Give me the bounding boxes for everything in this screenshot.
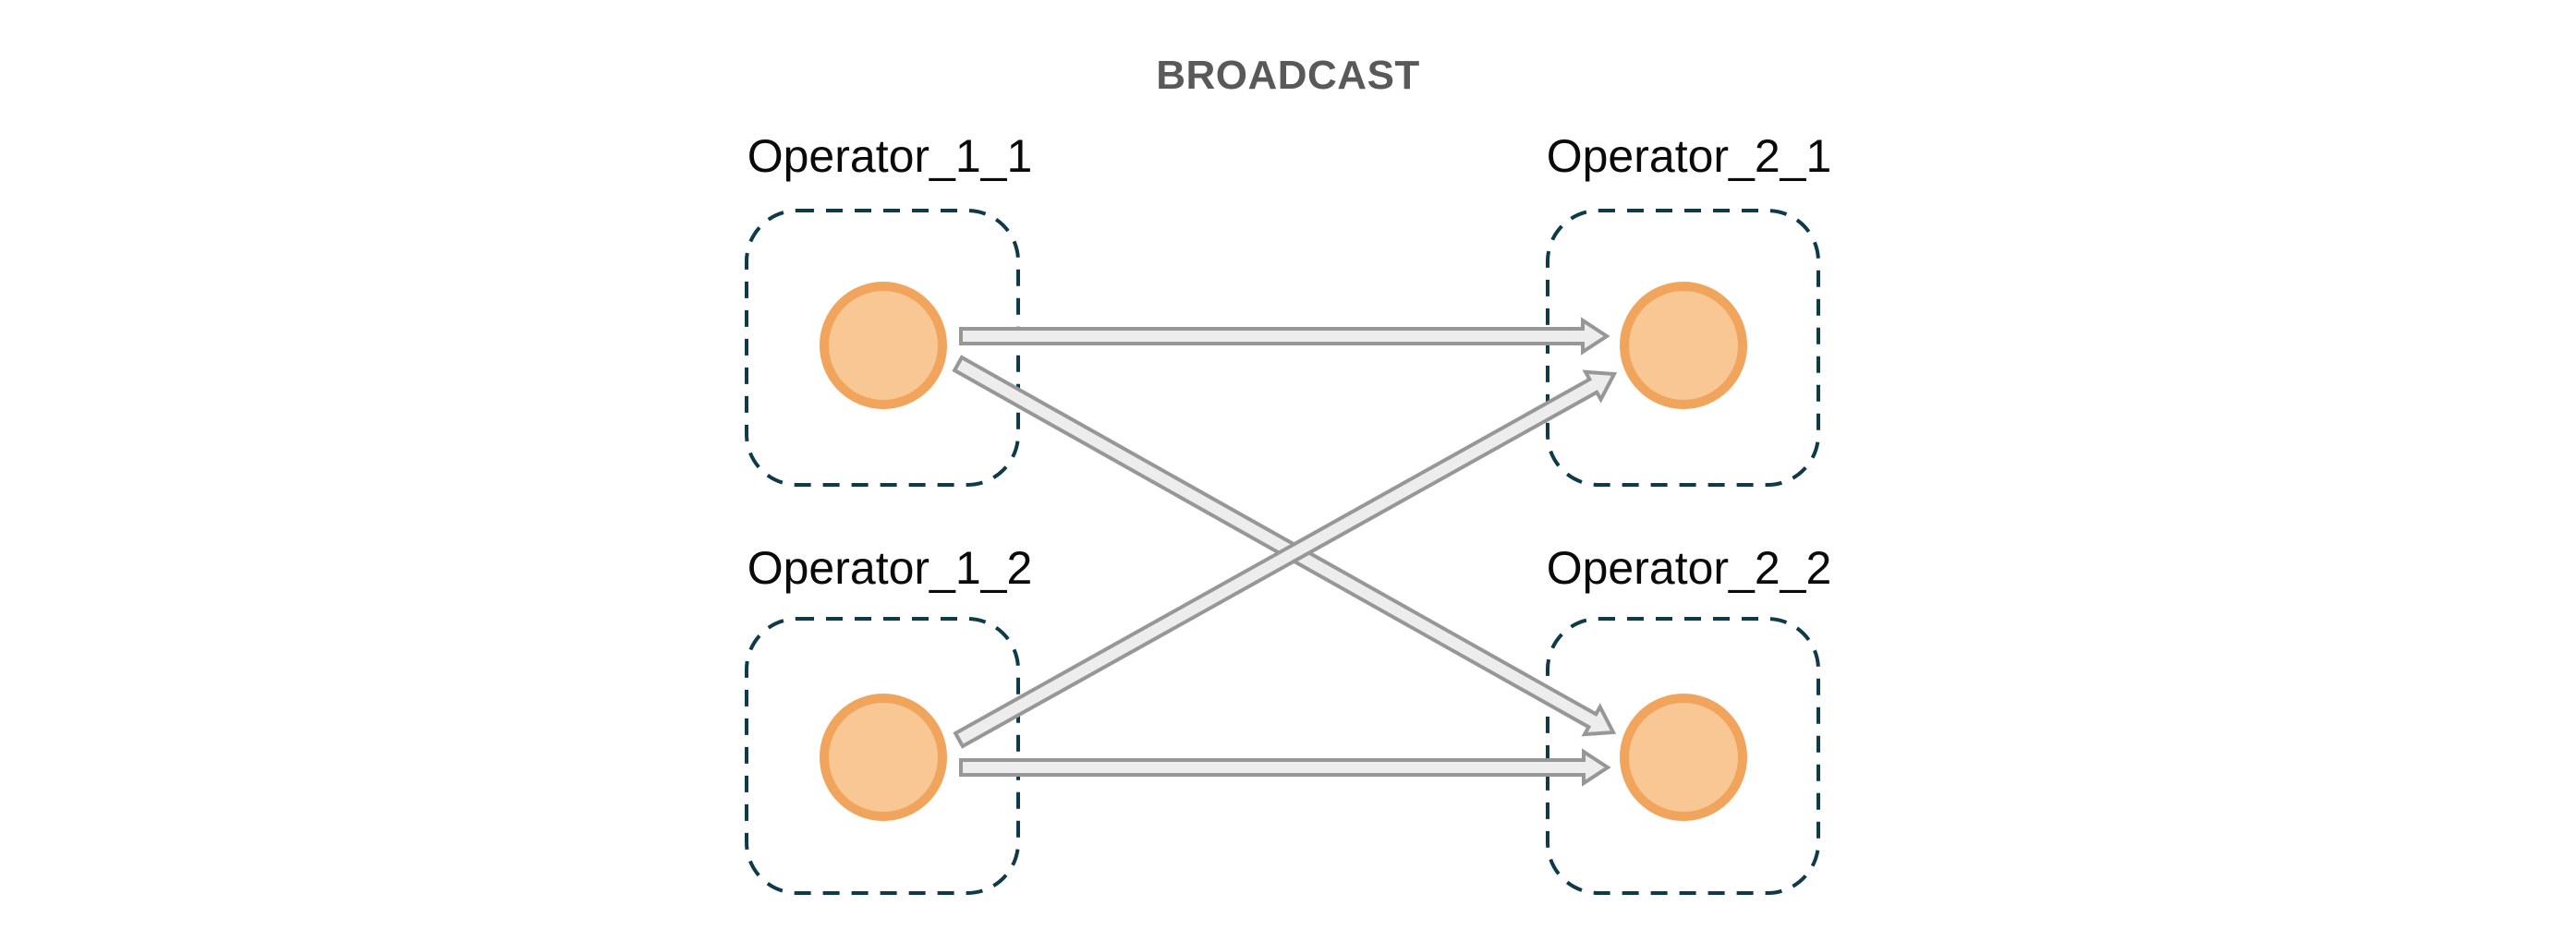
operator-box-2-1 [1546, 209, 1820, 487]
diagram-title: BROADCAST [1156, 53, 1420, 98]
operator-box-1-2 [745, 617, 1020, 895]
task-node-2-1 [1620, 282, 1747, 409]
task-node-1-1 [820, 282, 947, 409]
task-node-1-2 [820, 694, 947, 821]
arrow-operator-1-2-to-operator-2-2 [959, 748, 1611, 787]
task-nodes [820, 282, 1747, 821]
operator-label-2-2: Operator_2_2 [1546, 542, 1832, 594]
arrow-operator-1-1-to-operator-2-2 [952, 355, 1617, 737]
task-node-2-2 [1620, 694, 1747, 821]
arrow-operator-1-2-to-operator-2-1 [953, 369, 1618, 749]
operator-box-1-1 [745, 209, 1020, 487]
operator-boxes [745, 209, 1820, 895]
broadcast-arrows-layer [952, 317, 1618, 787]
operator-label-2-1: Operator_2_1 [1546, 130, 1832, 182]
operator-box-2-2 [1546, 617, 1820, 895]
operator-label-1-2: Operator_1_2 [747, 542, 1033, 594]
operator-label-1-1: Operator_1_1 [747, 130, 1033, 182]
arrow-operator-1-1-to-operator-2-1 [959, 317, 1610, 356]
